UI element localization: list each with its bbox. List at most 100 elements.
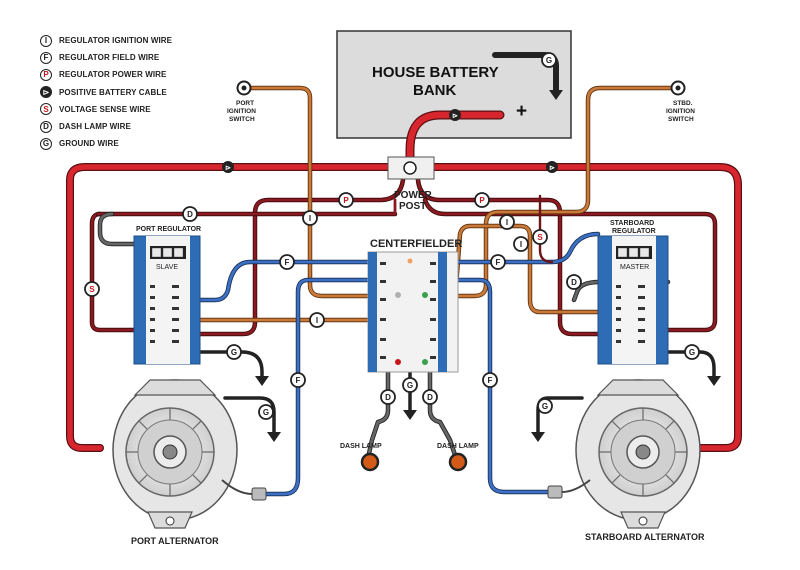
tag-battery-ground: G bbox=[541, 52, 557, 68]
stbd-switch-label-1: STBD. bbox=[673, 100, 693, 107]
starboard-regulator bbox=[597, 235, 669, 365]
legend-item-ignition: I REGULATOR IGNITION WIRE bbox=[40, 32, 172, 49]
svg-text:I: I bbox=[309, 214, 311, 223]
regulator-power-wires bbox=[89, 177, 718, 337]
sense-wire-icon: S bbox=[40, 103, 52, 116]
stbd-switch-label-3: SWITCH bbox=[668, 116, 694, 123]
svg-text:F: F bbox=[488, 376, 493, 385]
legend-item-field: F REGULATOR FIELD WIRE bbox=[40, 49, 172, 66]
svg-text:G: G bbox=[689, 348, 695, 357]
tag-field-port: F bbox=[279, 254, 295, 270]
battery-title-line2: BANK bbox=[413, 82, 457, 99]
dash-lamp-wires bbox=[97, 211, 671, 461]
dash-lamp-right-bulb bbox=[448, 452, 468, 472]
tag-power-left: P bbox=[338, 192, 354, 208]
tag-dash-left: D bbox=[380, 389, 396, 405]
tag-ign-stbd-1: I bbox=[499, 214, 515, 230]
stbd-ignition-switch bbox=[670, 80, 686, 96]
tag-field-stbd: F bbox=[490, 254, 506, 270]
legend-label: DASH LAMP WIRE bbox=[59, 122, 131, 132]
dash-lamp-right-label: DASH LAMP bbox=[437, 443, 479, 450]
svg-text:D: D bbox=[385, 393, 391, 402]
power-post-label-line1: POWER bbox=[394, 190, 432, 201]
legend-item-ground: G GROUND WIRE bbox=[40, 135, 172, 152]
wire-tags: G ⊳ ⊳ ⊳ P P D I I I S S F F D I G G F F … bbox=[84, 52, 700, 420]
legend-item-power: P REGULATOR POWER WIRE bbox=[40, 66, 172, 83]
ignition-wire-icon: I bbox=[40, 34, 52, 47]
tag-ign-center: I bbox=[309, 312, 325, 328]
tag-ign-stbd-2: I bbox=[513, 236, 529, 252]
svg-text:P: P bbox=[343, 196, 349, 205]
port-alternator bbox=[112, 379, 267, 529]
voltage-sense-wires bbox=[538, 194, 554, 264]
port-ignition-switch bbox=[236, 80, 252, 96]
port-switch-label-1: PORT bbox=[236, 100, 255, 107]
svg-text:I: I bbox=[506, 218, 508, 227]
svg-text:G: G bbox=[546, 56, 552, 65]
stbd-switch-label-2: IGNITION bbox=[666, 108, 695, 115]
legend-label: REGULATOR POWER WIRE bbox=[59, 70, 167, 80]
svg-text:S: S bbox=[537, 233, 543, 242]
tag-ground-port-reg: G bbox=[226, 344, 242, 360]
wire-legend: I REGULATOR IGNITION WIRE F REGULATOR FI… bbox=[40, 32, 172, 152]
dash-lamp-left-bulb bbox=[360, 452, 380, 472]
stbd-regulator-title-1: STARBOARD bbox=[610, 220, 655, 227]
tag-ground-port-alt: G bbox=[258, 404, 274, 420]
legend-item-sense: S VOLTAGE SENSE WIRE bbox=[40, 101, 172, 118]
tag-sense-stbd: S bbox=[532, 229, 548, 245]
tag-sense-port: S bbox=[84, 281, 100, 297]
legend-item-dash: D DASH LAMP WIRE bbox=[40, 118, 172, 135]
svg-text:G: G bbox=[407, 381, 413, 390]
battery-plus-terminal: + bbox=[516, 101, 528, 122]
tag-battery-positive: ⊳ bbox=[449, 109, 461, 121]
tag-dash-port: D bbox=[182, 206, 198, 222]
port-regulator-mode: SLAVE bbox=[156, 264, 179, 271]
svg-text:I: I bbox=[520, 240, 522, 249]
svg-text:F: F bbox=[296, 376, 301, 385]
legend-label: VOLTAGE SENSE WIRE bbox=[59, 104, 151, 114]
svg-text:F: F bbox=[496, 258, 501, 267]
svg-text:⊳: ⊳ bbox=[225, 165, 231, 172]
tag-loop-right: ⊳ bbox=[546, 161, 558, 173]
legend-label: REGULATOR FIELD WIRE bbox=[59, 53, 160, 63]
port-alternator-label: PORT ALTERNATOR bbox=[131, 536, 219, 546]
tag-power-right: P bbox=[474, 192, 490, 208]
stbd-regulator-title-2: REGULATOR bbox=[612, 228, 656, 235]
positive-cable-icon: ⊳ bbox=[40, 86, 52, 99]
port-switch-label-3: SWITCH bbox=[229, 116, 255, 123]
legend-label: GROUND WIRE bbox=[59, 139, 119, 149]
starboard-alternator-label: STARBOARD ALTERNATOR bbox=[585, 532, 705, 542]
svg-text:I: I bbox=[316, 316, 318, 325]
stbd-regulator-mode: MASTER bbox=[620, 264, 650, 271]
legend-item-positive-cable: ⊳ POSITIVE BATTERY CABLE bbox=[40, 84, 172, 101]
tag-dash-right: D bbox=[422, 389, 438, 405]
dash-lamp-left-label: DASH LAMP bbox=[340, 443, 382, 450]
svg-text:D: D bbox=[187, 210, 193, 219]
svg-text:D: D bbox=[427, 393, 433, 402]
legend-label: POSITIVE BATTERY CABLE bbox=[59, 87, 167, 97]
svg-text:D: D bbox=[571, 278, 577, 287]
svg-text:⊳: ⊳ bbox=[549, 165, 555, 172]
field-wire-icon: F bbox=[40, 51, 52, 64]
svg-text:G: G bbox=[263, 408, 269, 417]
starboard-alternator bbox=[547, 379, 701, 529]
tag-field-port-alt: F bbox=[290, 372, 306, 388]
port-regulator-title: PORT REGULATOR bbox=[136, 226, 202, 233]
tag-ign-port: I bbox=[302, 210, 318, 226]
tag-ground-stbd-alt: G bbox=[537, 398, 553, 414]
power-wire-icon: P bbox=[40, 68, 52, 81]
port-regulator bbox=[133, 235, 201, 365]
svg-text:G: G bbox=[231, 348, 237, 357]
ground-arrows bbox=[255, 90, 721, 442]
legend-label: REGULATOR IGNITION WIRE bbox=[59, 36, 173, 46]
svg-text:F: F bbox=[285, 258, 290, 267]
tag-field-stbd-alt: F bbox=[482, 372, 498, 388]
tag-loop-left: ⊳ bbox=[222, 161, 234, 173]
tag-dash-stbd: D bbox=[566, 274, 582, 290]
centerfielder bbox=[367, 251, 459, 373]
power-post bbox=[387, 156, 435, 180]
ground-wire-icon: G bbox=[40, 137, 52, 150]
tag-ground-center: G bbox=[402, 377, 418, 393]
